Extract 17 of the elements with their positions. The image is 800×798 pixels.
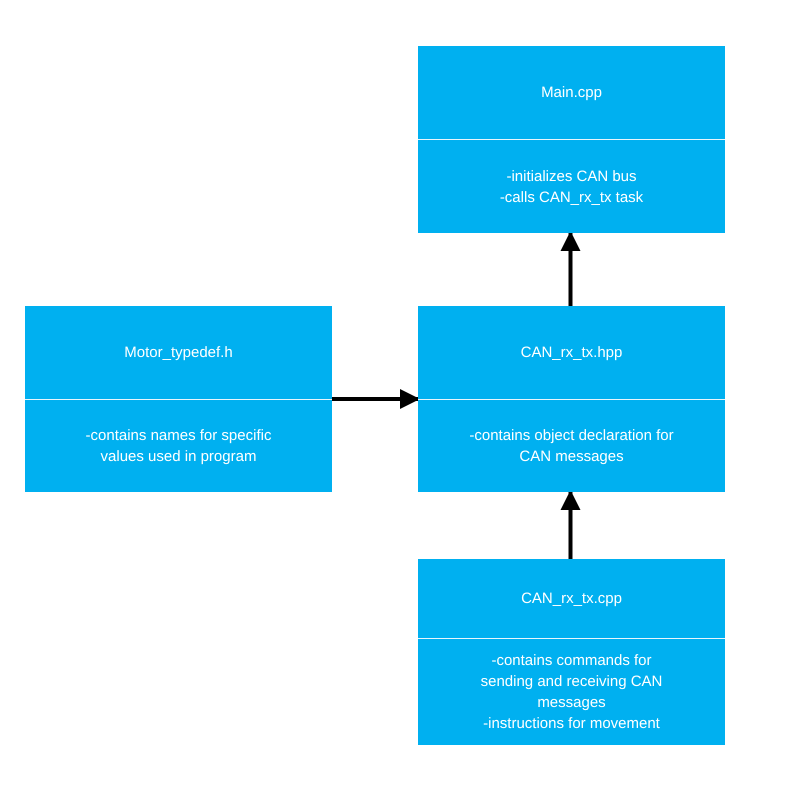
- box-title: CAN_rx_tx.hpp: [520, 343, 622, 363]
- process-box: [25, 306, 332, 492]
- box-title: Motor_typedef.h: [124, 343, 233, 363]
- box-title: CAN_rx_tx.cpp: [521, 589, 622, 609]
- arrow: [330, 389, 420, 409]
- box-description: -calls CAN_rx_tx task: [500, 188, 644, 208]
- process-box: [418, 559, 725, 745]
- box-description: -contains object declaration for CAN messages: [468, 426, 675, 467]
- box-description: -instructions for movement: [483, 714, 660, 734]
- box-description: -contains commands for sending and receiving CAN messages: [480, 651, 664, 713]
- box-description: -initializes CAN bus: [506, 166, 637, 186]
- arrow: [560, 231, 580, 306]
- process-box: [418, 306, 725, 492]
- box-title: Main.cpp: [541, 83, 602, 103]
- process-box: [418, 46, 725, 233]
- arrow: [560, 490, 580, 559]
- box-description: -contains names for specific values used in program: [84, 426, 272, 467]
